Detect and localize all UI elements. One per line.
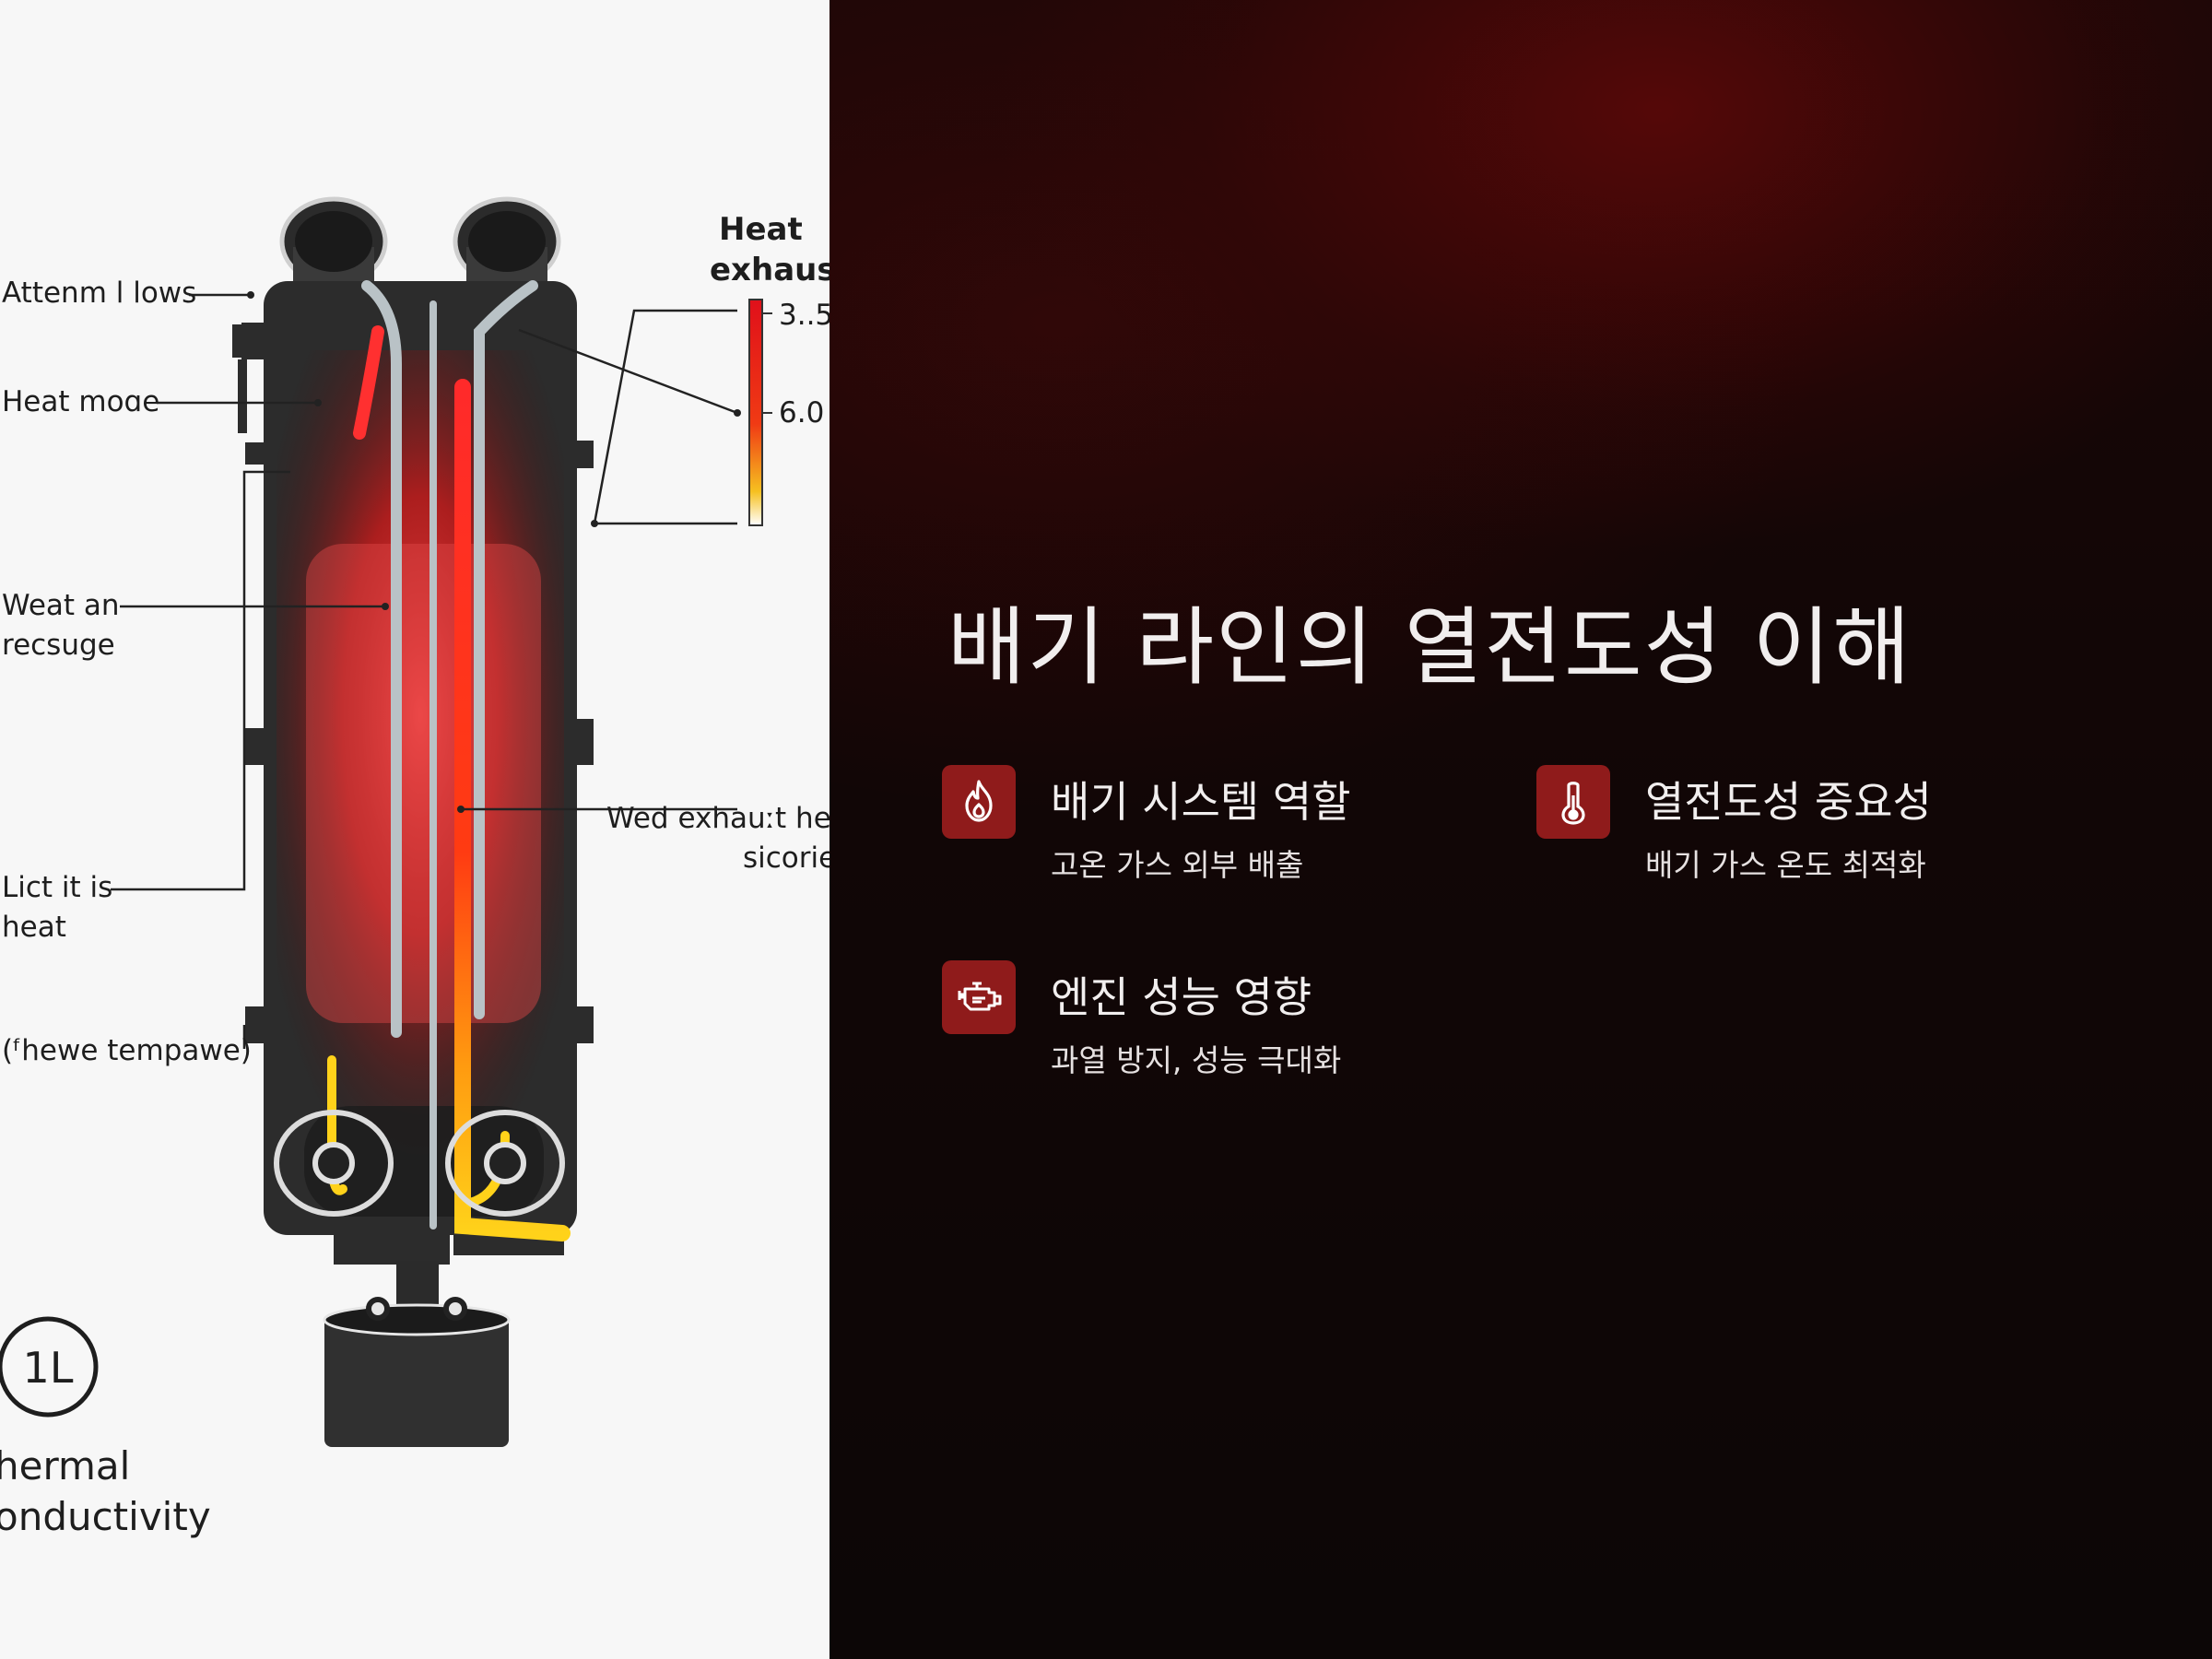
label-wed-exhaust-1: Wed exhauːt hea bbox=[606, 802, 830, 835]
label-scale-mid: 6.0 bbox=[779, 396, 824, 429]
slide-panel: 배기 라인의 열전도성 이해 배기 시스템 역할 고온 가스 외부 배출 열전도… bbox=[830, 0, 2212, 1659]
slide-title: 배기 라인의 열전도성 이해 bbox=[947, 598, 1912, 697]
label-lict-it-is: Lict it is bbox=[2, 871, 112, 904]
feature-conductivity-importance: 열전도성 중요성 배기 가스 온도 최적화 bbox=[1536, 765, 2053, 894]
label-recsuge: recsuge bbox=[2, 629, 115, 662]
flame-icon bbox=[942, 765, 1016, 839]
diagram-panel: Attenm l lows Heat moɑe Weat an recsuge … bbox=[0, 0, 830, 1659]
label-hewe-tempawe: (ᶠhewe tempawe) bbox=[2, 1034, 252, 1067]
base-unit bbox=[323, 1261, 511, 1447]
label-weat-an: Weat an bbox=[2, 589, 120, 622]
thermometer-icon bbox=[1536, 765, 1610, 839]
leader-dots bbox=[247, 291, 741, 813]
feature-desc: 배기 가스 온도 최적화 bbox=[1645, 847, 1926, 883]
feature-desc: 고온 가스 외부 배출 bbox=[1051, 847, 1304, 883]
engine-icon bbox=[942, 960, 1016, 1034]
label-thermal-1: hermal bbox=[0, 1443, 130, 1488]
label-scale-high: 3..5 bbox=[779, 299, 830, 332]
label-heat-exhaust-2: exhaust bbox=[710, 252, 830, 288]
badge-circle bbox=[0, 1316, 99, 1418]
feature-desc: 과열 방지, 성능 극대화 bbox=[1051, 1042, 1342, 1078]
exchanger-body bbox=[232, 281, 594, 1265]
label-badge: 1L bbox=[23, 1343, 74, 1393]
label-heat-exhaust-1: Heat bbox=[719, 211, 803, 248]
temperature-scale bbox=[748, 299, 772, 526]
feature-engine-impact: 엔진 성능 영향 과열 방지, 성능 극대화 bbox=[942, 960, 1458, 1089]
feature-exhaust-role: 배기 시스템 역할 고온 가스 외부 배출 bbox=[942, 765, 1458, 894]
label-heat-mode: Heat moɑe bbox=[2, 385, 159, 418]
bottom-coils bbox=[274, 1110, 565, 1217]
feature-title: 열전도성 중요성 bbox=[1645, 777, 1932, 827]
label-leaders bbox=[111, 293, 738, 1049]
feature-title: 배기 시스템 역할 bbox=[1051, 777, 1351, 827]
heat-exchanger-diagram: Attenm l lows Heat moɑe Weat an recsuge … bbox=[0, 196, 830, 1539]
label-heat: heat bbox=[2, 911, 66, 944]
diagram-labels: Attenm l lows Heat moɑe Weat an recsuge … bbox=[0, 211, 830, 1539]
label-wed-exhaust-2: sicorie bbox=[743, 841, 830, 875]
label-attenm-lows: Attenm l lows bbox=[2, 276, 196, 310]
label-thermal-2: onductivity bbox=[0, 1494, 211, 1539]
feature-title: 엔진 성능 영향 bbox=[1051, 972, 1312, 1022]
